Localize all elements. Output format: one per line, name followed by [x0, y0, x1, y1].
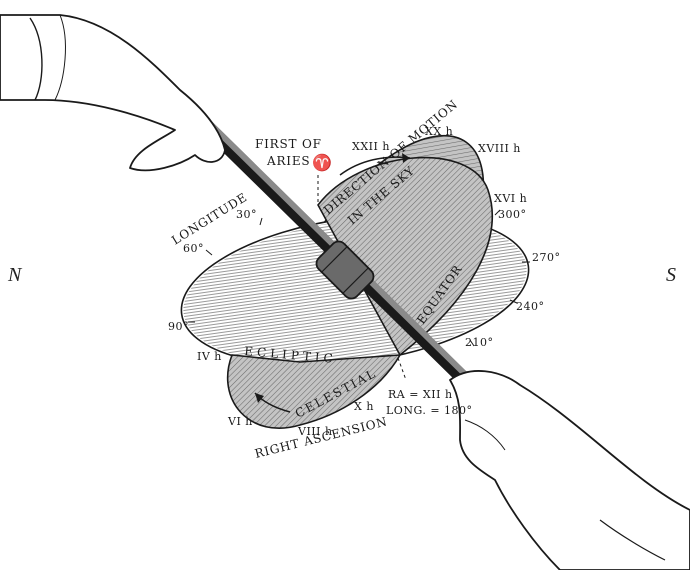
hour-viii: VIII h: [297, 425, 333, 438]
deg-240: 240°: [516, 300, 545, 313]
hour-xx: XX h: [425, 125, 453, 138]
deg-90: 90°: [168, 320, 189, 333]
ra-xii-label: RA = XII h: [388, 388, 453, 401]
deg-300: 300°: [498, 208, 527, 221]
hour-iv: IV h: [197, 350, 222, 363]
south-label: S: [666, 264, 676, 286]
hour-x: X h: [354, 400, 374, 413]
hour-xviii: XVIII h: [478, 142, 521, 155]
long-180-label: LONG. = 180°: [386, 404, 473, 417]
deg-270: 270°: [532, 251, 561, 264]
first-of-aries-line1: FIRST OF: [255, 137, 322, 151]
deg-30: 30°: [236, 208, 257, 221]
hour-xvi: XVI h: [494, 192, 527, 205]
lower-hand: [450, 371, 690, 570]
ra-pointer-line: [398, 358, 406, 380]
deg-210: 210°: [465, 336, 494, 349]
deg-60: 60°: [183, 242, 204, 255]
first-of-aries-line2: ARIES: [266, 154, 310, 168]
north-label: N: [7, 264, 23, 286]
hour-vi: VI h: [227, 415, 253, 428]
upper-hand: [0, 15, 225, 170]
aries-symbol: ♈: [312, 153, 332, 172]
hour-xxii: XXII h: [352, 140, 390, 153]
